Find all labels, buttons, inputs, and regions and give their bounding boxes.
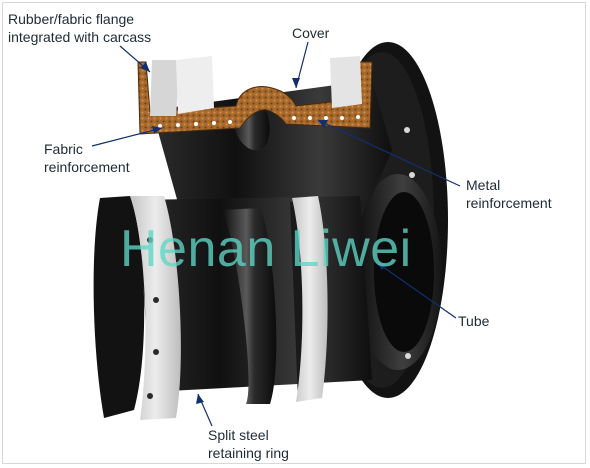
watermark: Henan Liwei	[120, 220, 412, 278]
label-flange-line2: integrated with carcass	[8, 29, 151, 45]
label-ring-line1: Split steel	[208, 427, 269, 443]
label-fabric-line1: Fabric	[44, 141, 83, 157]
leader-tube	[375, 261, 457, 319]
split-steel-retaining-ring	[130, 196, 181, 420]
label-tube: Tube	[458, 313, 490, 329]
label-fabric-line2: reinforcement	[44, 159, 130, 175]
right-retaining-ring	[292, 196, 328, 402]
frame-border	[2, 2, 586, 464]
leader-fabric	[91, 127, 163, 147]
label-metal-line1: Metal	[466, 177, 500, 193]
label-flange-line1: Rubber/fabric flange	[8, 11, 134, 27]
metal-reinforcement-dots	[158, 115, 360, 128]
left-flange	[93, 196, 181, 420]
upper-body	[137, 56, 392, 210]
label-cover: Cover	[292, 25, 330, 41]
leader-arrowheads	[140, 62, 386, 404]
label-ring-line2: retaining ring	[208, 445, 289, 461]
label-metal-line2: reinforcement	[466, 195, 552, 211]
leader-metal	[317, 119, 461, 187]
